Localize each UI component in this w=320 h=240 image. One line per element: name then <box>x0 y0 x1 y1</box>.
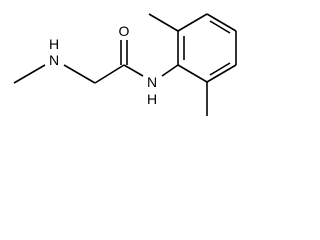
bond-carbonyl-amide-n <box>123 64 144 77</box>
chemical-structure-diagram: H N O N H <box>13 13 237 116</box>
bond-ch2-carbonyl <box>94 64 125 84</box>
ring-inner-bond-3 <box>209 62 231 76</box>
amide-hydrogen-label: H <box>147 91 157 107</box>
ring-bond-6 <box>177 64 208 83</box>
amine-nitrogen-label: N <box>49 52 59 68</box>
amine-hydrogen-label: H <box>49 36 59 52</box>
amide-nitrogen-label: N <box>147 74 157 90</box>
ring-bond-3 <box>206 13 237 32</box>
bond-amide-n-ring <box>161 64 179 77</box>
carbonyl-oxygen-label: O <box>119 23 130 39</box>
bond-methyl-amine <box>13 64 46 84</box>
bond-amine-ch2 <box>63 64 96 84</box>
ring-inner-bond-2 <box>209 20 231 34</box>
ring-bond-5 <box>206 64 237 83</box>
ring-bond-2 <box>177 13 208 32</box>
bond-methyl-top <box>148 13 179 32</box>
